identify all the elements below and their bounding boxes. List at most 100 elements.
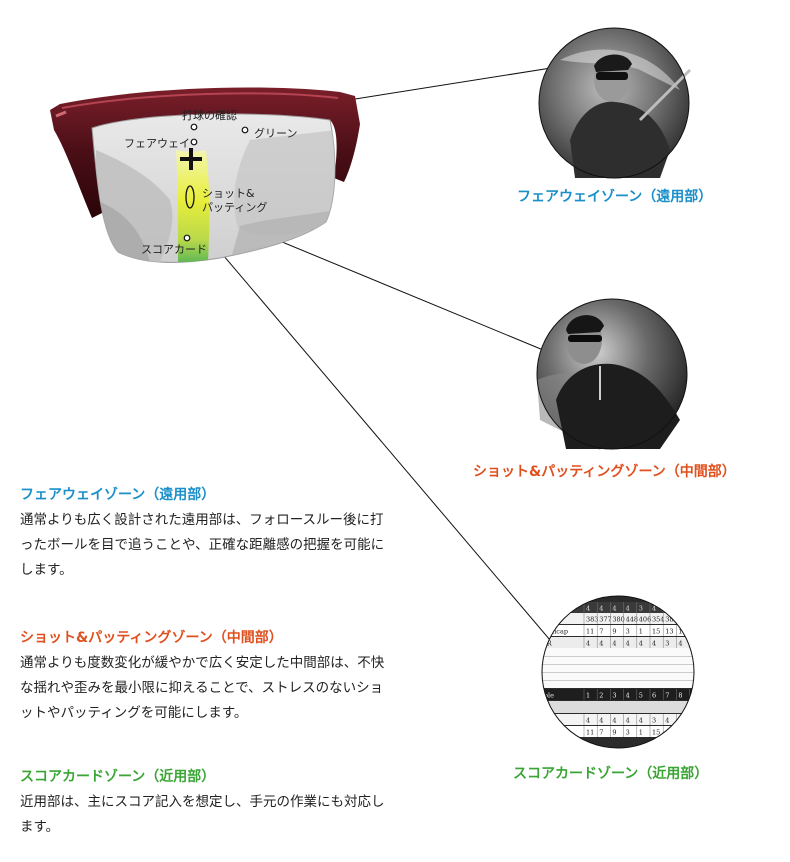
scorecard-lower2-cell: 7 bbox=[599, 729, 603, 737]
scorecard-hole-cell: 5 bbox=[639, 692, 643, 700]
scorecard-blank-line bbox=[542, 680, 694, 681]
scorecard-yardage-cell: 406 bbox=[639, 616, 651, 624]
scorecard-hole-row bbox=[542, 689, 694, 700]
shot-putting-label-line1: ショット& bbox=[202, 187, 255, 200]
shot-section-title: ショット&パッティングゾーン（中間部） bbox=[20, 630, 283, 646]
fairway-section-title: フェアウェイゾーン（遠用部） bbox=[20, 487, 216, 503]
scorecard-blank-line bbox=[542, 672, 694, 673]
green-label: グリーン bbox=[254, 127, 298, 140]
shot-putting-label-line2: パッティング bbox=[202, 201, 268, 214]
scorecard-lower1-cell: 4 bbox=[665, 717, 669, 725]
fitting-cross-v bbox=[189, 148, 193, 170]
scorecard-handicap-cell: 9 bbox=[612, 628, 616, 636]
scorecard-handicap-cell: 7 bbox=[599, 628, 603, 636]
scorecard-lower2-cell: 13 bbox=[665, 729, 673, 737]
scorecard-lower2-cell: 5 bbox=[692, 729, 696, 737]
scorecard-yardage-cell: 380 bbox=[612, 616, 624, 624]
scorecard-handicap-cell: 1 bbox=[639, 628, 643, 636]
scorecard-lower1-cell: 4 bbox=[626, 717, 630, 725]
fairway-section-body: 通常よりも広く設計された遠用部は、フォロースルー後に打ったボールを目で追うことや… bbox=[20, 512, 385, 578]
scorecard-yardage-cell: 377 bbox=[599, 616, 611, 624]
scorecard-par-cell: 4 bbox=[612, 640, 616, 648]
scorecard-hole-cell: 9 bbox=[692, 692, 696, 700]
scorecard-lower1-row bbox=[542, 714, 694, 725]
scorecard-top-cell: 4 bbox=[599, 605, 603, 613]
scorecard-par-row bbox=[542, 637, 694, 648]
scorecard-handicap-cell: 15 bbox=[652, 628, 660, 636]
lens bbox=[91, 113, 336, 263]
scorecard-top-cell: 4 bbox=[612, 605, 616, 613]
scorecard-blank-line bbox=[542, 656, 694, 657]
scorecard-blank-area bbox=[542, 648, 694, 688]
shot-zone-caption: ショット&パッティングゾーン（中間部） bbox=[473, 464, 736, 480]
scorecard-lower1-cell: 5 bbox=[692, 717, 696, 725]
scorecard-zone-caption: スコアカードゾーン（近用部） bbox=[513, 766, 709, 782]
scorecard-lower1-cell: 4 bbox=[586, 717, 590, 725]
scorecard-yardage-cell: 354 bbox=[652, 616, 664, 624]
green-marker bbox=[241, 126, 249, 134]
scorecard-par-cell: 4 bbox=[692, 640, 696, 648]
shot-connector-line bbox=[257, 231, 549, 353]
scorecard-par-cell: 4 bbox=[652, 640, 656, 648]
shot-section-body: 通常よりも度数変化が緩やかで広く安定した中間部は、不快な揺れや歪みを最小限に抑え… bbox=[20, 655, 385, 721]
scorecard-marker bbox=[183, 234, 191, 242]
scorecard-blank-line bbox=[542, 664, 694, 665]
scorecard-hole-cell: 2 bbox=[599, 692, 603, 700]
scorecard-top-row bbox=[542, 602, 694, 613]
scorecard-lower1-cell: 3 bbox=[652, 717, 656, 725]
scorecard-hole-cell: 4 bbox=[626, 692, 630, 700]
shot-putting-marker bbox=[185, 185, 195, 209]
scorecard-handicap-cell: 3 bbox=[626, 628, 630, 636]
scorecard-lower2-cell: 11 bbox=[586, 729, 594, 737]
scorecard-yardage-cell: 334 bbox=[692, 616, 704, 624]
scorecard-top-cell: 4 bbox=[652, 605, 656, 613]
fairway-photo bbox=[538, 27, 692, 179]
scorecard-out-label: Out bbox=[705, 692, 718, 700]
scorecard-par-cell: 3 bbox=[665, 640, 669, 648]
scorecard-par-cell: 4 bbox=[639, 640, 643, 648]
scorecard-lower2-cell: 17 bbox=[678, 729, 686, 737]
scorecard-hole-row-label: lole bbox=[542, 692, 554, 700]
scorecard-handicap-row-label: andicap bbox=[542, 628, 568, 636]
scorecard-section-body: 近用部は、主にスコア記入を想定し、手元の作業にも対応します。 bbox=[20, 794, 385, 835]
scorecard-hole-cell: 1 bbox=[586, 692, 590, 700]
scorecard-top-cell: 4 bbox=[586, 605, 590, 613]
scorecard-top-cell: 4 bbox=[626, 605, 630, 613]
scorecard-lower2-row bbox=[542, 726, 694, 737]
fairway-zone-caption: フェアウェイゾーン（遠用部） bbox=[517, 189, 713, 205]
scorecard-yardage-row bbox=[542, 613, 694, 624]
scorecard-hole-cell: 6 bbox=[652, 692, 656, 700]
scorecard-yardage-cell: 385 bbox=[665, 616, 677, 624]
scorecard-lower1-cell: 4 bbox=[599, 717, 603, 725]
scorecard-lower1-cell: 4 bbox=[612, 717, 616, 725]
scorecard-lower2-cell: 15 bbox=[652, 729, 660, 737]
scorecard-par-cell: 4 bbox=[626, 640, 630, 648]
scorecard-yardage-cell: 192 bbox=[678, 616, 690, 624]
scorecard-lower1-cell: 4 bbox=[639, 717, 643, 725]
scorecard-top-cell: 3 bbox=[678, 605, 682, 613]
check-shot-marker bbox=[190, 123, 198, 131]
scorecard-top-cell: 5 bbox=[692, 605, 696, 613]
scorecard-section-title: スコアカードゾーン（近用部） bbox=[20, 769, 216, 785]
scorecard-lower2-cell: 9 bbox=[612, 729, 616, 737]
check-shot-label: 打球の確認 bbox=[182, 109, 237, 122]
scorecard-hole-cell: 7 bbox=[665, 692, 669, 700]
scorecard-par-cell: 4 bbox=[678, 640, 682, 648]
scorecard-hole-cell: 3 bbox=[612, 692, 616, 700]
fairway-marker bbox=[190, 138, 198, 146]
scorecard-top-cell: 3 bbox=[639, 605, 643, 613]
scorecard-connector-line bbox=[211, 241, 551, 641]
scorecard-handicap-row bbox=[542, 625, 694, 636]
scorecard-gap bbox=[542, 701, 694, 713]
shot-putting-photo bbox=[536, 298, 688, 450]
scorecard-lower2-cell: 3 bbox=[626, 729, 630, 737]
scorecard-label: スコアカード bbox=[141, 243, 207, 256]
scorecard-handicap-cell: 11 bbox=[586, 628, 594, 636]
scorecard-lower2-cell: 1 bbox=[639, 729, 643, 737]
scorecard-hole-cell: 8 bbox=[678, 692, 682, 700]
scorecard-top-cell: 4 bbox=[665, 605, 669, 613]
scorecard-handicap-cell: 5 bbox=[692, 628, 696, 636]
